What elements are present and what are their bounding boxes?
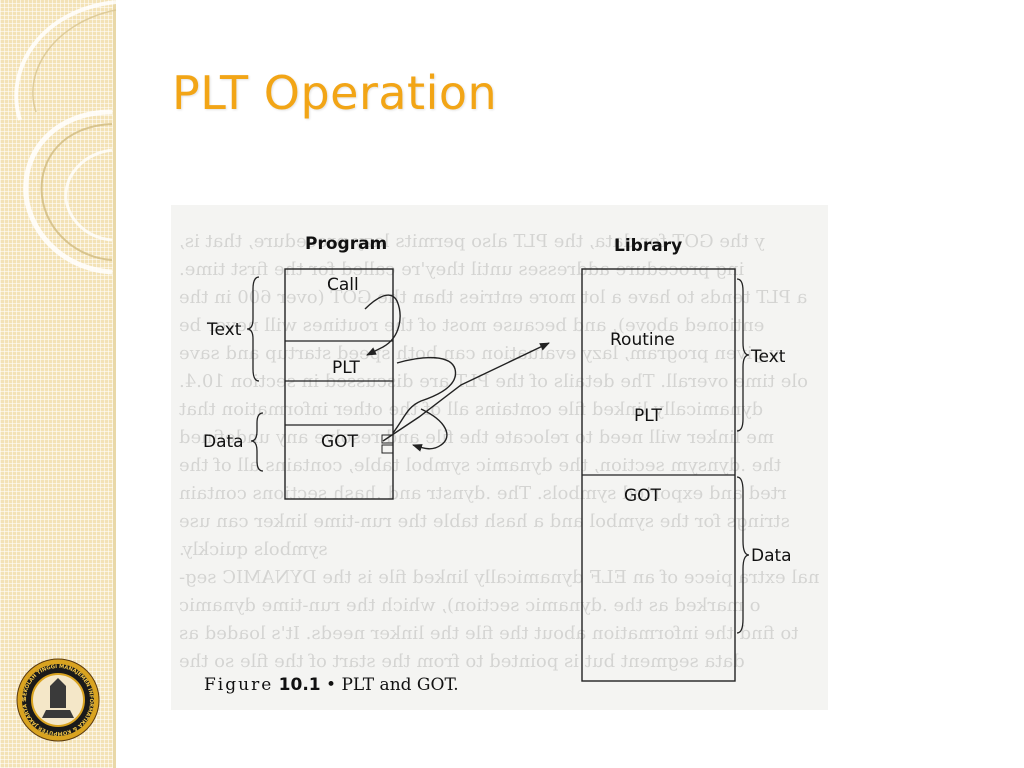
library-data-brace <box>736 476 750 634</box>
library-heading: Library <box>614 236 682 256</box>
sidebar-edge <box>113 0 116 768</box>
resolve-to-got-arrow <box>412 408 448 452</box>
caption-text: PLT and GOT. <box>341 675 459 695</box>
program-text-label: Text <box>206 320 242 340</box>
library-routine-label: Routine <box>610 330 675 350</box>
library-text-label: Text <box>750 347 786 367</box>
institution-logo: SEKOLAH TINGGI MANAJEMEN INFORMATIKA & K… <box>16 658 100 742</box>
got-slot-2 <box>381 444 394 454</box>
library-data-label: Data <box>751 546 792 566</box>
slide-title: PLT Operation <box>172 66 498 120</box>
caption-separator: • <box>326 675 337 695</box>
decorative-swirls <box>14 0 117 275</box>
plt-loop-curve <box>392 356 457 434</box>
program-call-label: Call <box>327 275 359 295</box>
library-text-brace <box>736 278 750 432</box>
program-heading: Program <box>305 234 387 254</box>
program-text-brace <box>246 276 260 382</box>
library-plt-label: PLT <box>634 406 662 426</box>
caption-figure-word: Figure <box>204 675 274 695</box>
program-got-label: GOT <box>321 432 359 452</box>
library-got-label: GOT <box>624 486 662 506</box>
program-box <box>284 268 394 500</box>
plt-got-diagram: Program Library Call PLT GOT Text Data R… <box>203 234 792 682</box>
got-to-routine-arrow <box>382 342 550 442</box>
figure-panel: y the GOT for data, the PLT also permits… <box>171 205 828 710</box>
caption-number: 10.1 <box>278 675 321 695</box>
program-data-brace <box>250 412 264 472</box>
program-data-label: Data <box>203 432 244 452</box>
program-plt-label: PLT <box>332 358 360 378</box>
call-to-plt-arrow <box>364 294 401 356</box>
got-slot-1 <box>381 434 394 444</box>
figure-caption: Figure 10.1 • PLT and GOT. <box>204 675 459 695</box>
